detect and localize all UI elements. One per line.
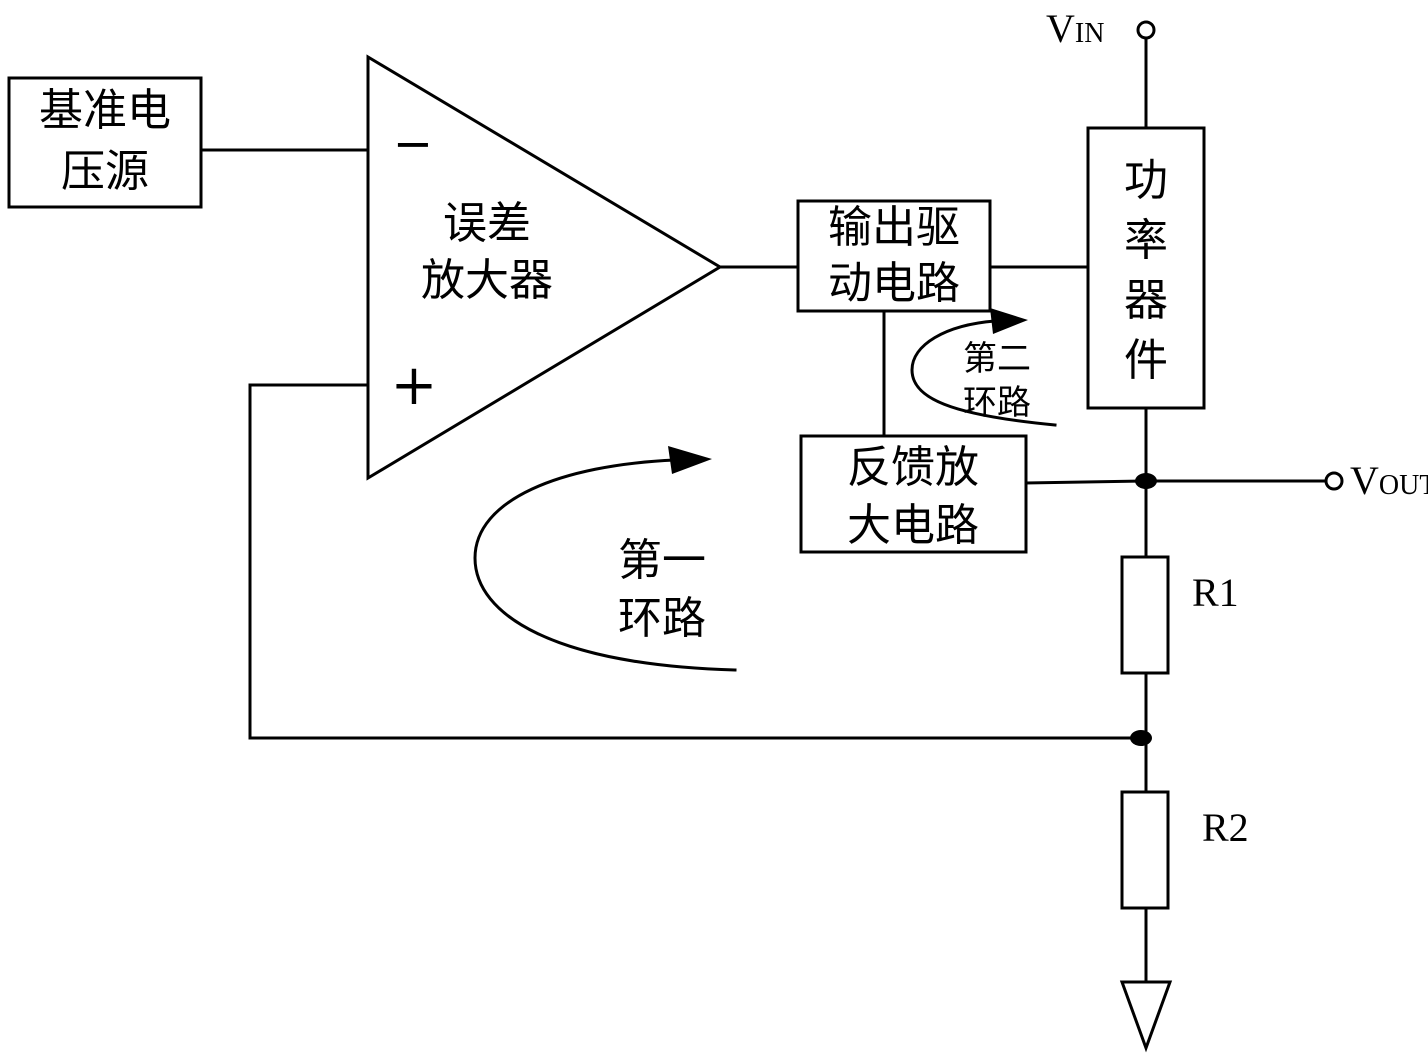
error-amp-label-line2: 放大器 (421, 255, 553, 306)
vout-label: VOUT (1350, 458, 1428, 503)
reference-label-line1: 基准电 (39, 85, 171, 136)
feedback-amp-label-line1: 反馈放 (847, 442, 979, 493)
vin-label: VIN (1046, 6, 1104, 51)
wire-feedback-to-vout (1026, 481, 1146, 483)
power-device-label-1: 功 (1124, 155, 1168, 206)
power-device-label-4: 件 (1124, 335, 1168, 386)
resistor-r2 (1122, 792, 1168, 908)
second-loop-label-line2: 环路 (963, 383, 1031, 423)
vin-terminal (1138, 22, 1154, 38)
r1-label: R1 (1192, 570, 1239, 615)
vout-junction-dot (1135, 473, 1157, 489)
r2-label: R2 (1202, 805, 1249, 850)
error-amp-label-line1: 误差 (443, 198, 531, 249)
first-loop-label-line2: 环路 (618, 593, 706, 644)
output-driver-label-line2: 动电路 (828, 258, 960, 309)
amp-plus-sign: + (391, 353, 438, 418)
output-driver-label-line1: 输出驱 (828, 202, 960, 253)
second-loop-label-line1: 第二 (963, 339, 1031, 379)
ground-symbol (1122, 982, 1170, 1048)
power-device-label-2: 率 (1124, 215, 1168, 266)
amp-minus-sign: − (393, 116, 433, 172)
feedback-amp-label-line2: 大电路 (847, 500, 979, 551)
vout-terminal (1326, 473, 1342, 489)
divider-junction-dot (1130, 730, 1152, 746)
resistor-r1 (1122, 557, 1168, 673)
first-loop-label-line1: 第一 (618, 535, 706, 586)
reference-label-line2: 压源 (61, 146, 149, 197)
power-device-label-3: 器 (1124, 275, 1168, 326)
